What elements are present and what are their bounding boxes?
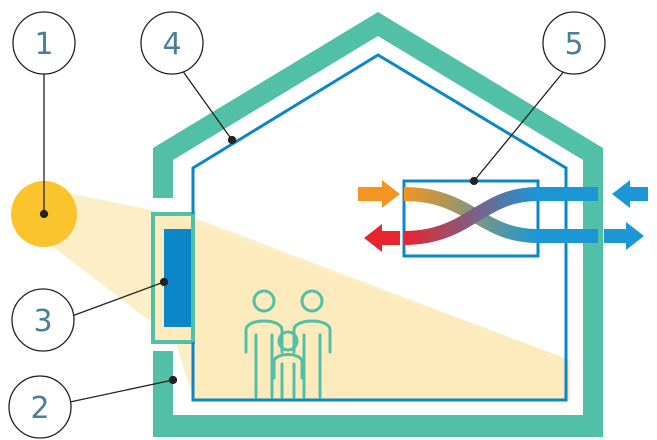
- window-glass: [164, 229, 191, 327]
- callout-3-label: 3: [33, 304, 52, 339]
- duct-out-bottom: [538, 229, 598, 243]
- callout-2: 2: [8, 375, 72, 439]
- callout-1: 1: [12, 11, 76, 75]
- callout-3: 3: [11, 288, 75, 352]
- duct-out-top: [538, 187, 598, 201]
- callout-5: 5: [542, 11, 606, 75]
- warm-arrow-icon: [358, 180, 400, 208]
- callout-5-label: 5: [564, 27, 583, 62]
- family-icon: [244, 289, 332, 399]
- cool-arrow-icon: [612, 180, 648, 208]
- callout-4-label: 4: [162, 27, 181, 62]
- hot-arrow-icon: [364, 224, 400, 252]
- airtight-layer: [191, 53, 568, 402]
- cool-arrow-out-icon: [604, 222, 644, 250]
- callout-1-label: 1: [34, 27, 53, 62]
- callout-2-label: 2: [30, 391, 49, 426]
- callout-leaders: [39, 69, 566, 403]
- duct-hot-to-cool: [403, 187, 539, 245]
- callout-4: 4: [140, 11, 204, 75]
